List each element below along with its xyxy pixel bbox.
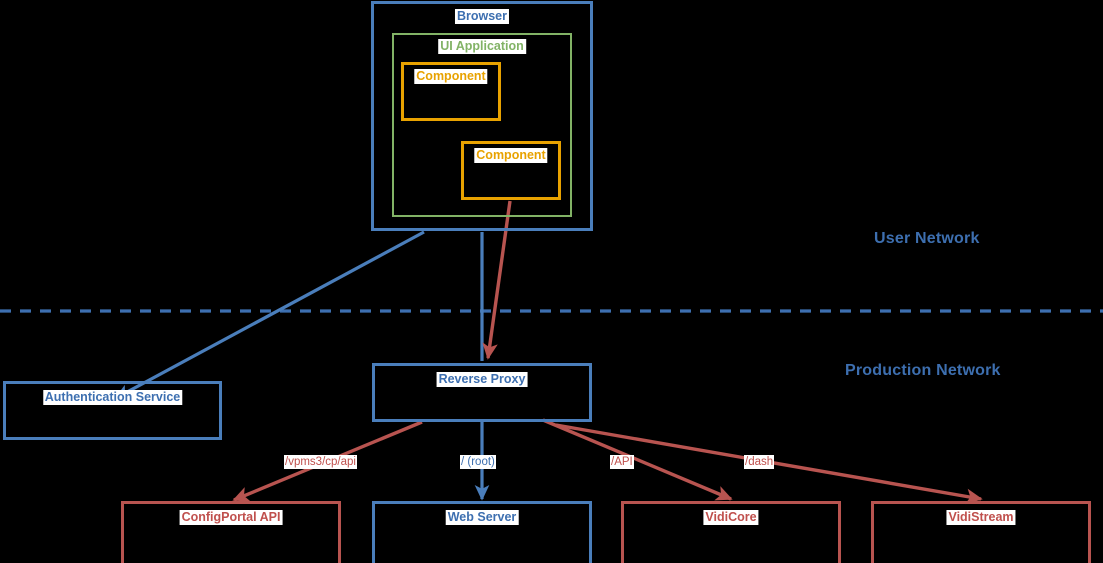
node-web-server-label: Web Server — [445, 510, 519, 525]
node-vidistream-label: VidiStream — [946, 510, 1016, 525]
node-component-1-label: Component — [414, 69, 488, 84]
node-vidicore-label: VidiCore — [703, 510, 759, 525]
node-configportal-api-label: ConfigPortal API — [179, 510, 283, 525]
node-vidistream[interactable]: VidiStream — [871, 501, 1091, 563]
edge-label-root: / (root) — [460, 455, 496, 469]
edge-label-vpms3-cp-api: /vpms3/cp/api — [284, 455, 357, 469]
node-component-2[interactable]: Component — [461, 141, 561, 200]
node-component-2-label: Component — [474, 148, 548, 163]
node-ui-application-label: UI Application — [438, 39, 526, 54]
node-ui-application[interactable]: UI Application — [392, 33, 572, 217]
node-browser[interactable]: Browser — [371, 1, 593, 231]
zone-label-production-network: Production Network — [845, 362, 1001, 379]
zone-label-user-network: User Network — [874, 230, 980, 247]
node-reverse-proxy[interactable]: Reverse Proxy — [372, 363, 592, 422]
node-authentication-service-label: Authentication Service — [42, 390, 183, 405]
node-web-server[interactable]: Web Server — [372, 501, 592, 563]
node-configportal-api[interactable]: ConfigPortal API — [121, 501, 341, 563]
edge-label-dash: /dash — [744, 455, 775, 469]
edge-label-api: /API — [610, 455, 634, 469]
node-authentication-service[interactable]: Authentication Service — [3, 381, 222, 440]
node-reverse-proxy-label: Reverse Proxy — [436, 372, 528, 387]
node-component-1[interactable]: Component — [401, 62, 501, 121]
node-browser-label: Browser — [454, 9, 510, 24]
edge-proxy-to-vidicore — [542, 418, 733, 501]
node-vidicore[interactable]: VidiCore — [621, 501, 841, 563]
